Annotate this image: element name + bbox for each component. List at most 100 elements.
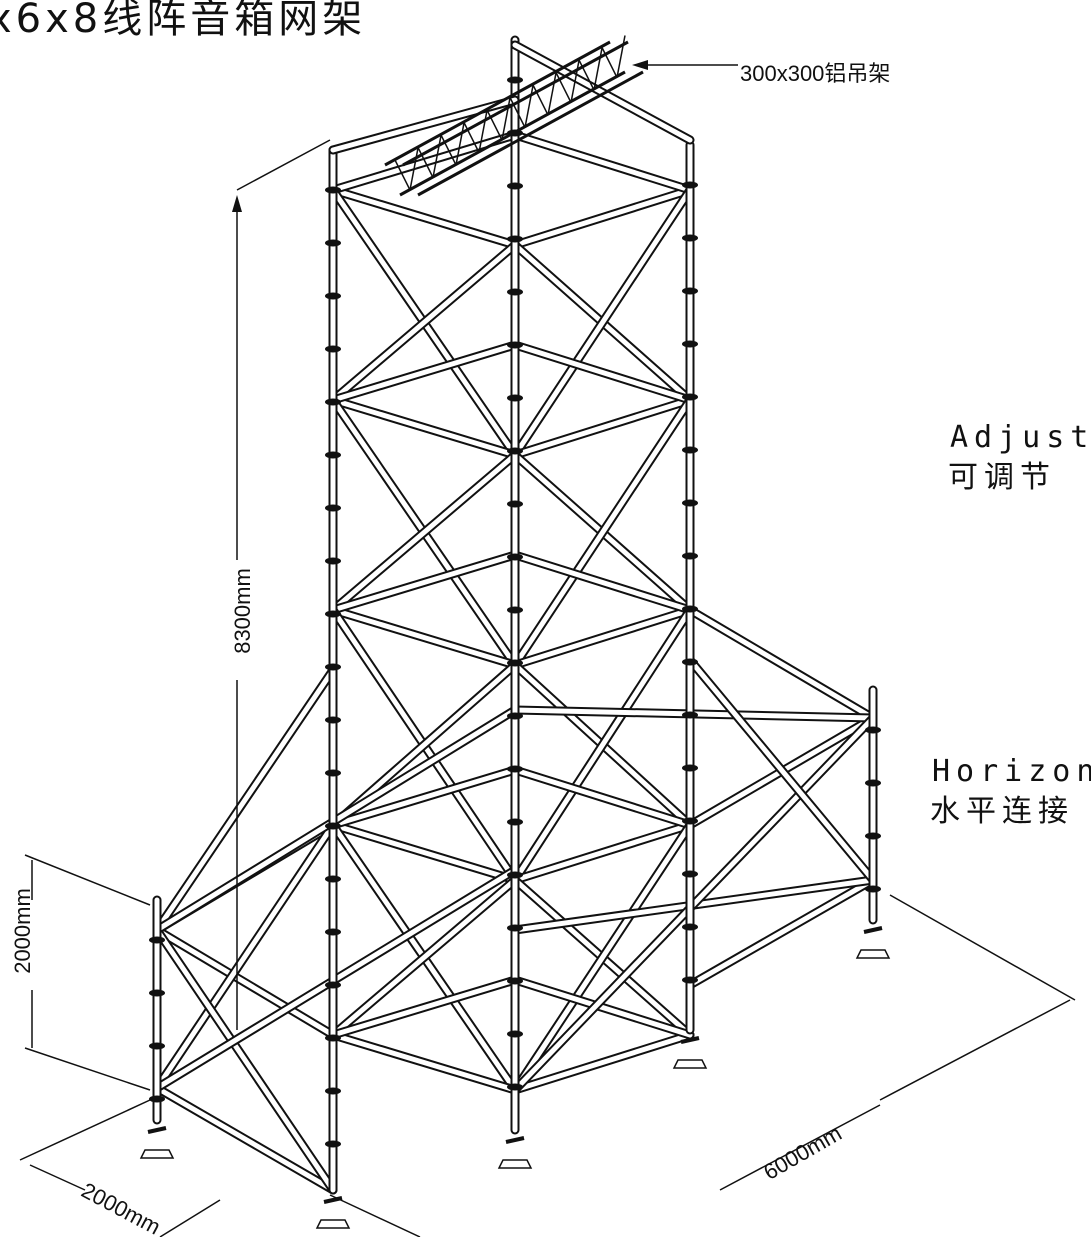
ringlock-rosette (507, 76, 523, 84)
ringlock-rosette (682, 658, 698, 666)
ledger (330, 342, 518, 403)
ringlock-rosette (507, 606, 523, 614)
diagonal-brace (512, 607, 693, 883)
ext-line (19, 1099, 151, 1161)
ringlock-rosette (325, 504, 341, 512)
ext-line (889, 894, 1076, 1001)
ledger (330, 132, 518, 193)
ringlock-rosette (865, 726, 881, 734)
ringlock-rosette (682, 870, 698, 878)
ringlock-rosette (507, 871, 523, 879)
ringlock-rosette (325, 875, 341, 883)
ledger (512, 767, 693, 828)
dim-line-2000-depth (29, 1164, 86, 1191)
ringlock-rosette (682, 181, 698, 189)
ringlock-rosette (865, 779, 881, 787)
ringlock-rosette (507, 924, 523, 932)
diagonal-brace (330, 877, 518, 1038)
ext-line (159, 1199, 221, 1237)
truss-web (409, 147, 419, 191)
ledger (330, 607, 518, 668)
arrow-icon (232, 195, 242, 212)
ledger (330, 187, 518, 248)
ringlock-rosette (149, 936, 165, 944)
truss-web (463, 122, 480, 153)
base-plate (855, 949, 891, 959)
ringlock-rosette (682, 234, 698, 242)
truss-web (547, 72, 557, 116)
ringlock-rosette (682, 499, 698, 507)
truss-web (417, 147, 434, 178)
truss-web (486, 109, 503, 141)
diagonal-brace (154, 927, 336, 1193)
ledger (154, 927, 336, 1038)
ledger (330, 822, 518, 883)
ledger (330, 767, 518, 828)
ringlock-rosette (507, 765, 523, 773)
truss-web (601, 47, 618, 78)
truss-web (616, 35, 626, 78)
ringlock-rosette (325, 451, 341, 459)
dimension-height-main: 8300mm (229, 568, 255, 654)
ledger (330, 552, 518, 613)
ringlock-rosette (325, 239, 341, 247)
ledger (330, 977, 518, 1038)
diagonal-brace (154, 667, 336, 933)
adjustable-jack (863, 926, 883, 934)
ledger (687, 607, 876, 721)
horizontal-label-zh: 水平连接 (930, 794, 1074, 829)
ledger (512, 187, 693, 248)
base-plate (497, 1159, 533, 1169)
truss-web (394, 159, 411, 191)
ringlock-rosette (325, 1140, 341, 1148)
truss-chord (399, 70, 626, 197)
adjustable-jack (505, 1136, 525, 1144)
truss-web (478, 110, 488, 153)
ringlock-rosette (682, 552, 698, 560)
ledger (330, 397, 518, 458)
dimension-height-side: 2000mm (9, 888, 35, 974)
ledger (512, 607, 693, 668)
arrow-icon (632, 60, 648, 70)
dim-line-6000 (719, 1104, 881, 1191)
ringlock-rosette (507, 1083, 523, 1091)
ringlock-rosette (325, 186, 341, 194)
adjustable-jack (147, 1126, 167, 1134)
ringlock-rosette (682, 923, 698, 931)
ledger (512, 342, 693, 403)
ledger (512, 397, 693, 458)
ringlock-rosette (682, 393, 698, 401)
base-plate (139, 1149, 175, 1159)
ledger (512, 132, 693, 193)
diagonal-brace (512, 397, 693, 668)
ringlock-rosette (325, 981, 341, 989)
truss-web (509, 97, 526, 128)
ringlock-rosette (325, 1034, 341, 1042)
truss-web (455, 122, 465, 166)
ringlock-rosette (682, 605, 698, 613)
truss-chord (417, 70, 644, 197)
ext-line (236, 139, 331, 191)
ext-line (24, 854, 151, 906)
adjustable-label-zh: 可调节 (948, 460, 1056, 495)
ringlock-rosette (682, 446, 698, 454)
ledger (330, 1032, 518, 1093)
ringlock-rosette (865, 832, 881, 840)
ringlock-rosette (325, 292, 341, 300)
truss-web (578, 59, 595, 91)
ringlock-rosette (682, 764, 698, 772)
base-plate (672, 1059, 708, 1069)
ringlock-rosette (507, 553, 523, 561)
diagonal-brace (512, 187, 693, 458)
ledger (687, 877, 876, 988)
ringlock-rosette (325, 716, 341, 724)
truss-web (570, 60, 580, 103)
truss-web (501, 97, 511, 141)
adjustable-jack (680, 1036, 700, 1044)
ledger (512, 552, 693, 613)
dim-line-6000 (879, 999, 1071, 1101)
ringlock-rosette (325, 345, 341, 353)
ledger (512, 1032, 693, 1093)
